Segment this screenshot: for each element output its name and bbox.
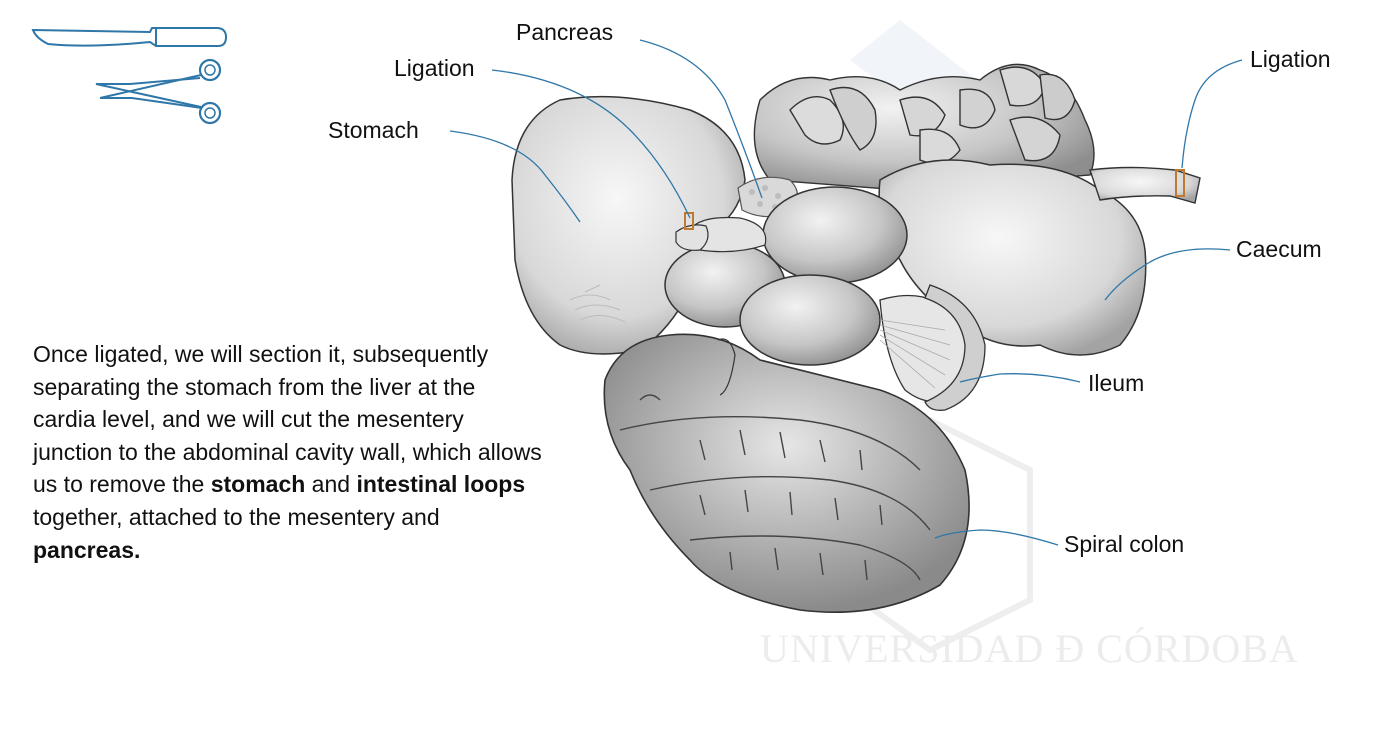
description-bold-pancreas: pancreas. <box>33 536 141 563</box>
label-spiral-colon: Spiral colon <box>1064 531 1185 557</box>
knife-icon <box>31 27 228 47</box>
caecum-leader <box>1104 248 1231 301</box>
description-paragraph: Once ligated, we will section it, subseq… <box>33 338 543 566</box>
description-bold-intestinal-loops: intestinal loops <box>356 471 526 498</box>
label-ligation-left: Ligation <box>394 55 475 81</box>
spiral-colon-shape <box>603 333 970 614</box>
label-pancreas: Pancreas <box>516 19 614 45</box>
description-text-3: together, attached to the mesentery and <box>33 503 440 530</box>
description-text-2: and <box>305 471 357 498</box>
label-caecum: Caecum <box>1236 236 1322 262</box>
pancreas-leader <box>639 39 763 199</box>
ligation-right-leader <box>1181 59 1243 169</box>
label-ileum: Ileum <box>1088 370 1145 396</box>
ileum-leader <box>959 373 1081 383</box>
ligation-left-leader <box>491 69 691 219</box>
label-stomach: Stomach <box>328 117 419 143</box>
label-ligation-right: Ligation <box>1250 46 1331 72</box>
description-text-1: Once ligated, we will section it, subseq… <box>33 341 542 498</box>
spiral-colon-leader <box>934 529 1059 546</box>
scissors-icon <box>95 58 222 125</box>
description-bold-stomach: stomach <box>210 471 306 498</box>
stomach-leader <box>449 130 581 223</box>
watermark-text: UNIVERSIDAD Đ CÓRDOBA <box>760 626 1299 671</box>
